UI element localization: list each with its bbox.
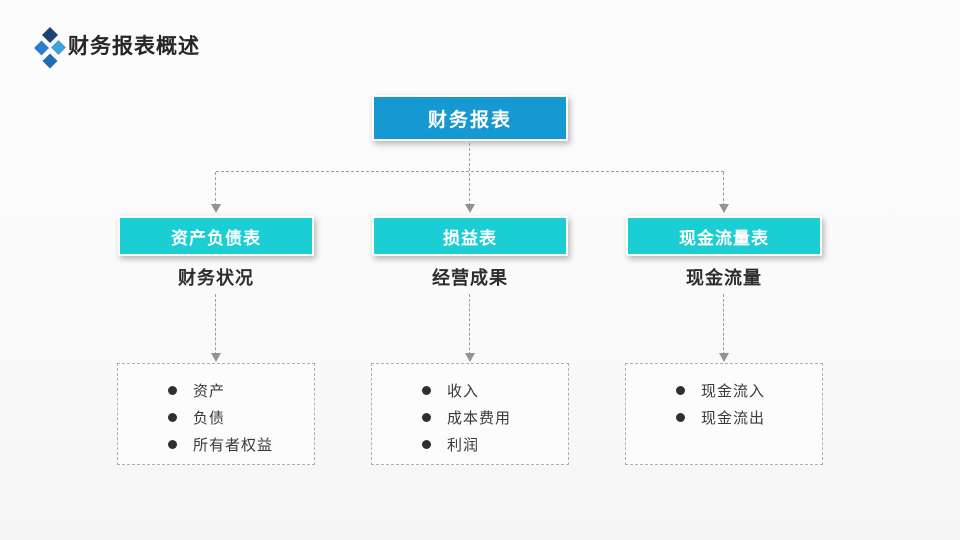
list-item: 现金流入	[676, 377, 816, 404]
root-node-box: 财务报表	[372, 95, 568, 141]
list-item: 现金流出	[676, 404, 816, 431]
list-item-label: 利润	[447, 437, 480, 454]
list-item-label: 成本费用	[447, 410, 512, 427]
detail-box-income-statement: 收入 成本费用 利润	[371, 363, 569, 465]
detail-box-balance-sheet: 资产 负债 所有者权益	[117, 363, 315, 465]
list-item: 利润	[422, 431, 562, 458]
page-title: 财务报表概述	[68, 35, 200, 58]
branch-node-balance-sheet: 资产负债表	[118, 216, 314, 256]
branch-caption: 财务状况	[178, 268, 254, 288]
list-item-label: 收入	[447, 383, 480, 400]
bullet-icon	[168, 386, 177, 395]
arrow-down-icon	[211, 204, 221, 213]
bullet-icon	[676, 413, 685, 422]
bullet-icon	[168, 440, 177, 449]
connector-root-vertical-line	[469, 143, 470, 206]
arrow-down-icon	[719, 353, 729, 362]
connector-drop-line	[469, 294, 470, 355]
list-item-label: 现金流入	[701, 383, 766, 400]
arrow-down-icon	[465, 353, 475, 362]
list-item: 所有者权益	[168, 431, 308, 458]
arrow-down-icon	[465, 204, 475, 213]
arrow-down-icon	[719, 204, 729, 213]
list-item-label: 所有者权益	[193, 437, 274, 454]
list-item: 成本费用	[422, 404, 562, 431]
list-item: 资产	[168, 377, 308, 404]
diamond-cluster-icon	[34, 27, 66, 69]
list-item-label: 负债	[193, 410, 226, 427]
arrow-down-icon	[211, 353, 221, 362]
connector-left-vertical-line	[215, 172, 216, 206]
connector-right-vertical-line	[723, 172, 724, 206]
branch-node-label: 损益表	[443, 228, 497, 248]
branch-node-income-statement: 损益表	[372, 216, 568, 256]
connector-horizontal-line	[216, 171, 724, 172]
connector-drop-line	[723, 294, 724, 355]
list-item-label: 现金流出	[701, 410, 766, 427]
branch-caption: 经营成果	[432, 268, 508, 288]
bullet-icon	[168, 413, 177, 422]
detail-box-cash-flow-statement: 现金流入 现金流出	[625, 363, 823, 465]
root-node-label: 财务报表	[427, 109, 512, 131]
bullet-icon	[422, 413, 431, 422]
list-item: 收入	[422, 377, 562, 404]
bullet-icon	[422, 386, 431, 395]
branch-node-cash-flow-statement: 现金流量表	[626, 216, 822, 256]
connector-drop-line	[215, 294, 216, 355]
branch-caption: 现金流量	[686, 268, 762, 288]
list-item-label: 资产	[193, 383, 226, 400]
list-item: 负债	[168, 404, 308, 431]
branch-node-label: 现金流量表	[679, 228, 769, 248]
branch-node-label: 资产负债表	[171, 228, 261, 248]
bullet-icon	[676, 386, 685, 395]
bullet-icon	[422, 440, 431, 449]
